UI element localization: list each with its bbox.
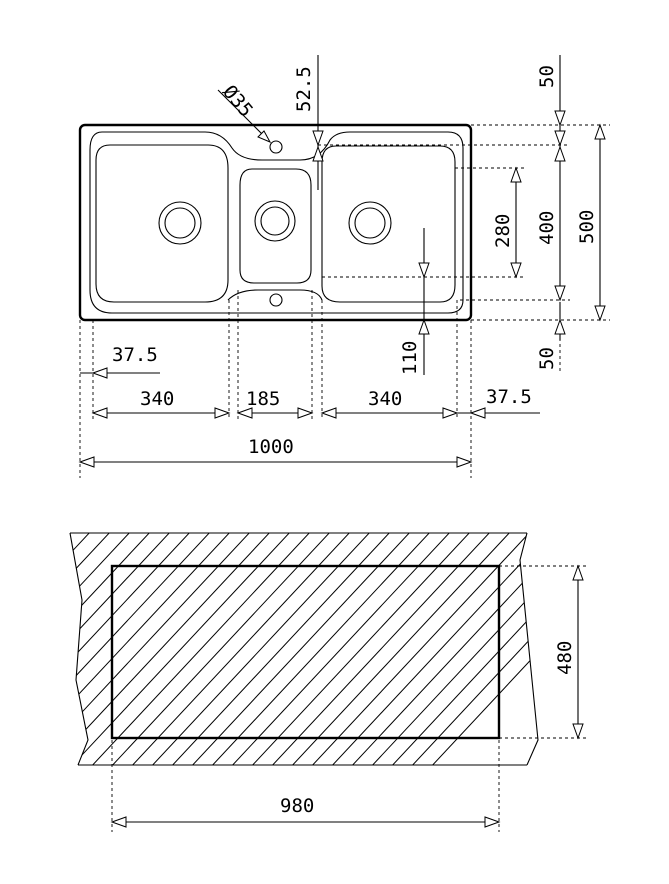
right-bowl — [321, 145, 456, 303]
hole-diameter-dimension: Ø35 — [217, 81, 272, 144]
sink-top-view — [78, 123, 473, 322]
left-drain-outer — [158, 201, 202, 245]
tap-hole — [269, 140, 283, 154]
middle-drain-outer — [254, 200, 296, 242]
bowl-depth-dimension: 280 — [492, 166, 522, 279]
margin-top-label: 50 — [536, 65, 558, 88]
left-bowl — [95, 144, 229, 303]
overall-width-label: 1000 — [248, 436, 294, 458]
hole-offset-label: 52.5 — [293, 66, 315, 112]
worktop-right-break — [519, 532, 539, 766]
cutout-opening — [110, 564, 501, 740]
inner-depth-label: 400 — [536, 211, 558, 245]
right-bowl-width-label: 340 — [368, 388, 402, 410]
hole-offset-dimension: 52.5 — [293, 55, 324, 190]
edge-left-dimension: 37.5 — [80, 344, 160, 379]
right-drain-inner — [354, 207, 386, 239]
middle-drain-inner — [260, 206, 290, 236]
sink-rim — [89, 131, 464, 314]
overall-depth-dimension: 500 — [576, 123, 606, 322]
margin-top-dimension: 50 400 — [536, 55, 566, 302]
overall-width-dimension: 1000 — [78, 436, 473, 468]
drain-offset-dimension: 110 — [399, 228, 430, 375]
cutout-width-label: 980 — [280, 795, 314, 817]
margin-bottom-dimension: 50 — [536, 302, 566, 370]
middle-bowl-width-label: 185 — [246, 388, 280, 410]
sink-outline — [78, 123, 473, 322]
bowl-width-dimensions: 340 185 340 37.5 — [91, 386, 540, 419]
left-bowl-width-label: 340 — [140, 388, 174, 410]
right-drain-outer — [348, 201, 392, 245]
cutout-height-label: 480 — [554, 641, 576, 675]
extension-lines — [79, 124, 610, 478]
cutout-width-dimension: 980 — [110, 740, 501, 832]
middle-bowl — [239, 168, 312, 284]
cutout-height-dimension: 480 — [499, 564, 588, 740]
overall-depth-label: 500 — [576, 210, 598, 244]
edge-left-label: 37.5 — [112, 344, 158, 366]
bowl-divider — [227, 289, 323, 301]
worktop-left-break — [69, 532, 89, 766]
drain-offset-label: 110 — [399, 341, 421, 375]
overflow-hole — [269, 293, 283, 307]
margin-bottom-label: 50 — [536, 347, 558, 370]
left-drain-inner — [164, 207, 196, 239]
edge-right-label: 37.5 — [486, 386, 532, 408]
bowl-depth-label: 280 — [492, 214, 514, 248]
hole-diameter-label: Ø35 — [218, 81, 257, 121]
